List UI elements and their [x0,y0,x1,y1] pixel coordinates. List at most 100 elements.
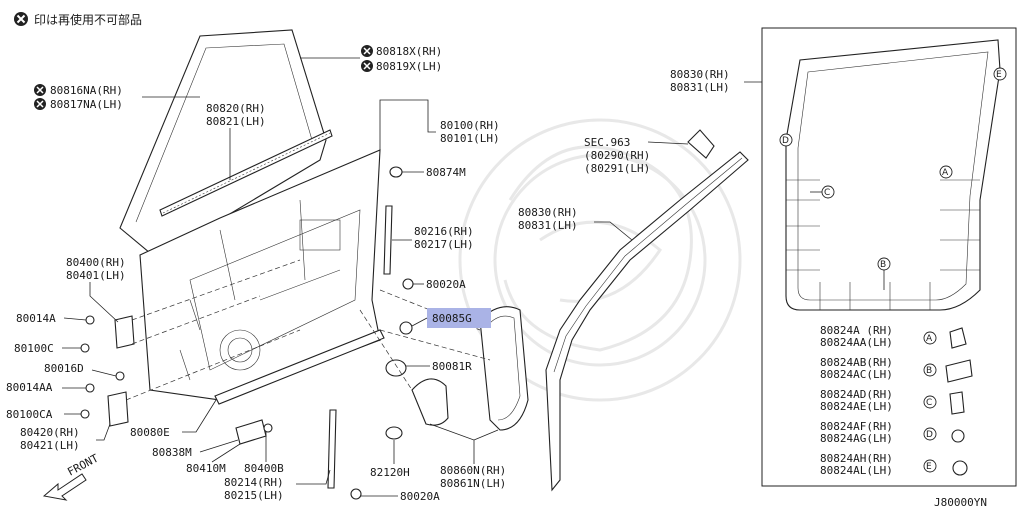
label-80216: 80216(RH) 80217(LH) [392,225,474,251]
label-80816na: 80816NA(RH) 80817NA(LH) [34,84,200,111]
svg-text:80410M: 80410M [186,462,226,475]
svg-text:80014A: 80014A [16,312,56,325]
svg-text:80014AA: 80014AA [6,381,53,394]
seal-plug-80081r [385,359,407,377]
svg-text:80216(RH): 80216(RH) [414,225,474,238]
svg-text:80085G: 80085G [432,312,472,325]
svg-text:80824AL(LH): 80824AL(LH) [820,464,893,477]
door-panel [139,149,381,401]
svg-text:80081R: 80081R [432,360,472,373]
label-80400: 80400(RH) 80401(LH) [66,256,126,323]
seal-marker-d: D [779,133,793,170]
front-direction-arrow: FRONT [42,451,101,501]
svg-text:80824AG(LH): 80824AG(LH) [820,432,893,445]
svg-text:80420(RH): 80420(RH) [20,426,80,439]
inset-box [761,27,1017,487]
label-80014aa: 80014AA [6,381,86,394]
svg-text:80830(RH): 80830(RH) [518,206,578,219]
label-80860n: 80860N(RH) 80861N(LH) [429,423,506,490]
clip-legend-row-d: 80824AF(RH) 80824AG(LH) D [820,420,965,445]
header-note-text: 印は再使用不可部品 [34,12,142,27]
svg-text:80816NA(RH): 80816NA(RH) [50,84,123,97]
label-80100ca: 80100CA [6,408,81,421]
svg-text:D: D [782,136,789,146]
label-80874m: 80874M [402,166,466,179]
svg-text:A: A [942,168,949,178]
svg-text:80861N(LH): 80861N(LH) [440,477,506,490]
svg-text:(80291(LH): (80291(LH) [584,162,650,175]
svg-text:80824AD(RH): 80824AD(RH) [820,388,893,401]
diagram-code: J80000YN [934,496,987,509]
header-note: 印は再使用不可部品 [14,12,142,27]
svg-text:80860N(RH): 80860N(RH) [440,464,506,477]
svg-text:80824AH(RH): 80824AH(RH) [820,452,893,465]
svg-text:82120H: 82120H [370,466,410,479]
label-80420: 80420(RH) 80421(LH) [20,423,111,452]
svg-text:80818X(RH): 80818X(RH) [376,45,442,58]
grommet-80874m [389,166,403,178]
svg-text:80838M: 80838M [152,446,192,459]
label-80830-mid: 80830(RH) 80831(LH) [518,206,633,241]
clip-legend-row-c: 80824AD(RH) 80824AE(LH) C [820,388,965,415]
svg-text:E: E [996,70,1002,80]
svg-text:80400(RH): 80400(RH) [66,256,126,269]
window-guide-rails [327,205,414,500]
svg-text:80020A: 80020A [400,490,440,503]
hinge-lower [80,371,129,427]
svg-text:80400B: 80400B [244,462,284,475]
label-80100c: 80100C [14,342,81,355]
label-80100: 80100(RH) 80101(LH) [379,99,500,150]
label-80016d: 80016D [44,362,117,377]
svg-text:80080E: 80080E [130,426,170,439]
svg-text:(80290(RH): (80290(RH) [584,149,650,162]
seal-marker-a: A [939,165,953,179]
svg-text:80819X(LH): 80819X(LH) [376,60,442,73]
label-80838m: 80838M [152,439,239,459]
svg-text:80100C: 80100C [14,342,54,355]
svg-text:80101(LH): 80101(LH) [440,132,500,145]
svg-text:B: B [880,260,886,270]
grommet-80085g [399,321,413,335]
label-80410m: 80410M [186,443,241,475]
label-80080e: 80080E [130,399,217,439]
label-80400b: 80400B [244,450,284,475]
svg-text:80820(RH): 80820(RH) [206,102,266,115]
svg-text:C: C [824,188,830,198]
label-sec963: SEC.963 (80290(RH) (80291(LH) [584,136,689,175]
svg-text:80100CA: 80100CA [6,408,53,421]
svg-text:80831(LH): 80831(LH) [670,81,730,94]
svg-text:80830(RH): 80830(RH) [670,68,730,81]
label-80014a: 80014A [16,312,87,325]
label-80020a-upper: 80020A [413,278,466,291]
svg-text:A: A [926,334,933,344]
svg-text:80817NA(LH): 80817NA(LH) [50,98,123,111]
sec963-bracket [687,129,715,159]
seal-marker-c: C [810,185,835,199]
check-link [235,419,273,450]
svg-text:80824AE(LH): 80824AE(LH) [820,400,893,413]
plug-82120h [385,426,403,440]
seal-marker-b: B [877,257,891,290]
svg-text:80824AA(LH): 80824AA(LH) [820,336,893,349]
svg-text:D: D [926,430,933,440]
svg-text:80831(LH): 80831(LH) [518,219,578,232]
label-80820: 80820(RH) 80821(LH) [206,102,266,180]
label-82120h: 82120H [370,440,410,479]
svg-text:80824AC(LH): 80824AC(LH) [820,368,893,381]
label-80818x: 80818X(RH) 80819X(LH) [300,45,442,73]
svg-text:80215(LH): 80215(LH) [224,489,284,502]
svg-text:80421(LH): 80421(LH) [20,439,80,452]
label-80085g-highlighted[interactable]: 80085G [411,308,491,328]
svg-text:80016D: 80016D [44,362,84,375]
svg-text:80100(RH): 80100(RH) [440,119,500,132]
svg-text:80214(RH): 80214(RH) [224,476,284,489]
svg-text:C: C [926,398,932,408]
svg-text:E: E [926,462,932,472]
clip-legend-row-e: 80824AH(RH) 80824AL(LH) E [820,452,968,477]
label-80214: 80214(RH) 80215(LH) [224,469,331,502]
clip-legend-row-a: 80824A (RH) 80824AA(LH) A [820,324,967,349]
svg-text:80824A (RH): 80824A (RH) [820,324,893,337]
svg-text:80401(LH): 80401(LH) [66,269,126,282]
svg-text:80874M: 80874M [426,166,466,179]
